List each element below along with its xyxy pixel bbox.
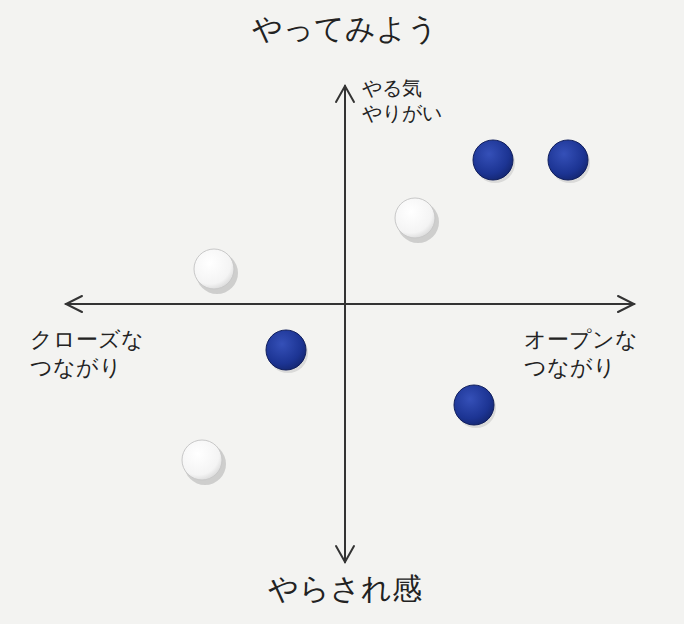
blue-magnet [266, 330, 308, 373]
white-magnet [395, 198, 439, 243]
axis-left-label: クローズな つながり [30, 326, 155, 381]
axis-sub-label: やる気 やりがい [362, 76, 452, 126]
horizontal-axis [66, 296, 634, 312]
blue-magnet [548, 140, 590, 183]
blue-magnet [473, 140, 515, 183]
axis-top-label: やってみよう [252, 10, 438, 48]
white-magnet [182, 440, 226, 485]
white-magnet [194, 249, 238, 294]
axis-right-label: オープンな つながり [524, 326, 652, 381]
blue-magnet [454, 385, 496, 428]
axis-bottom-label: やらされ感 [268, 570, 422, 608]
magnets [182, 140, 590, 485]
vertical-axis [336, 86, 354, 562]
